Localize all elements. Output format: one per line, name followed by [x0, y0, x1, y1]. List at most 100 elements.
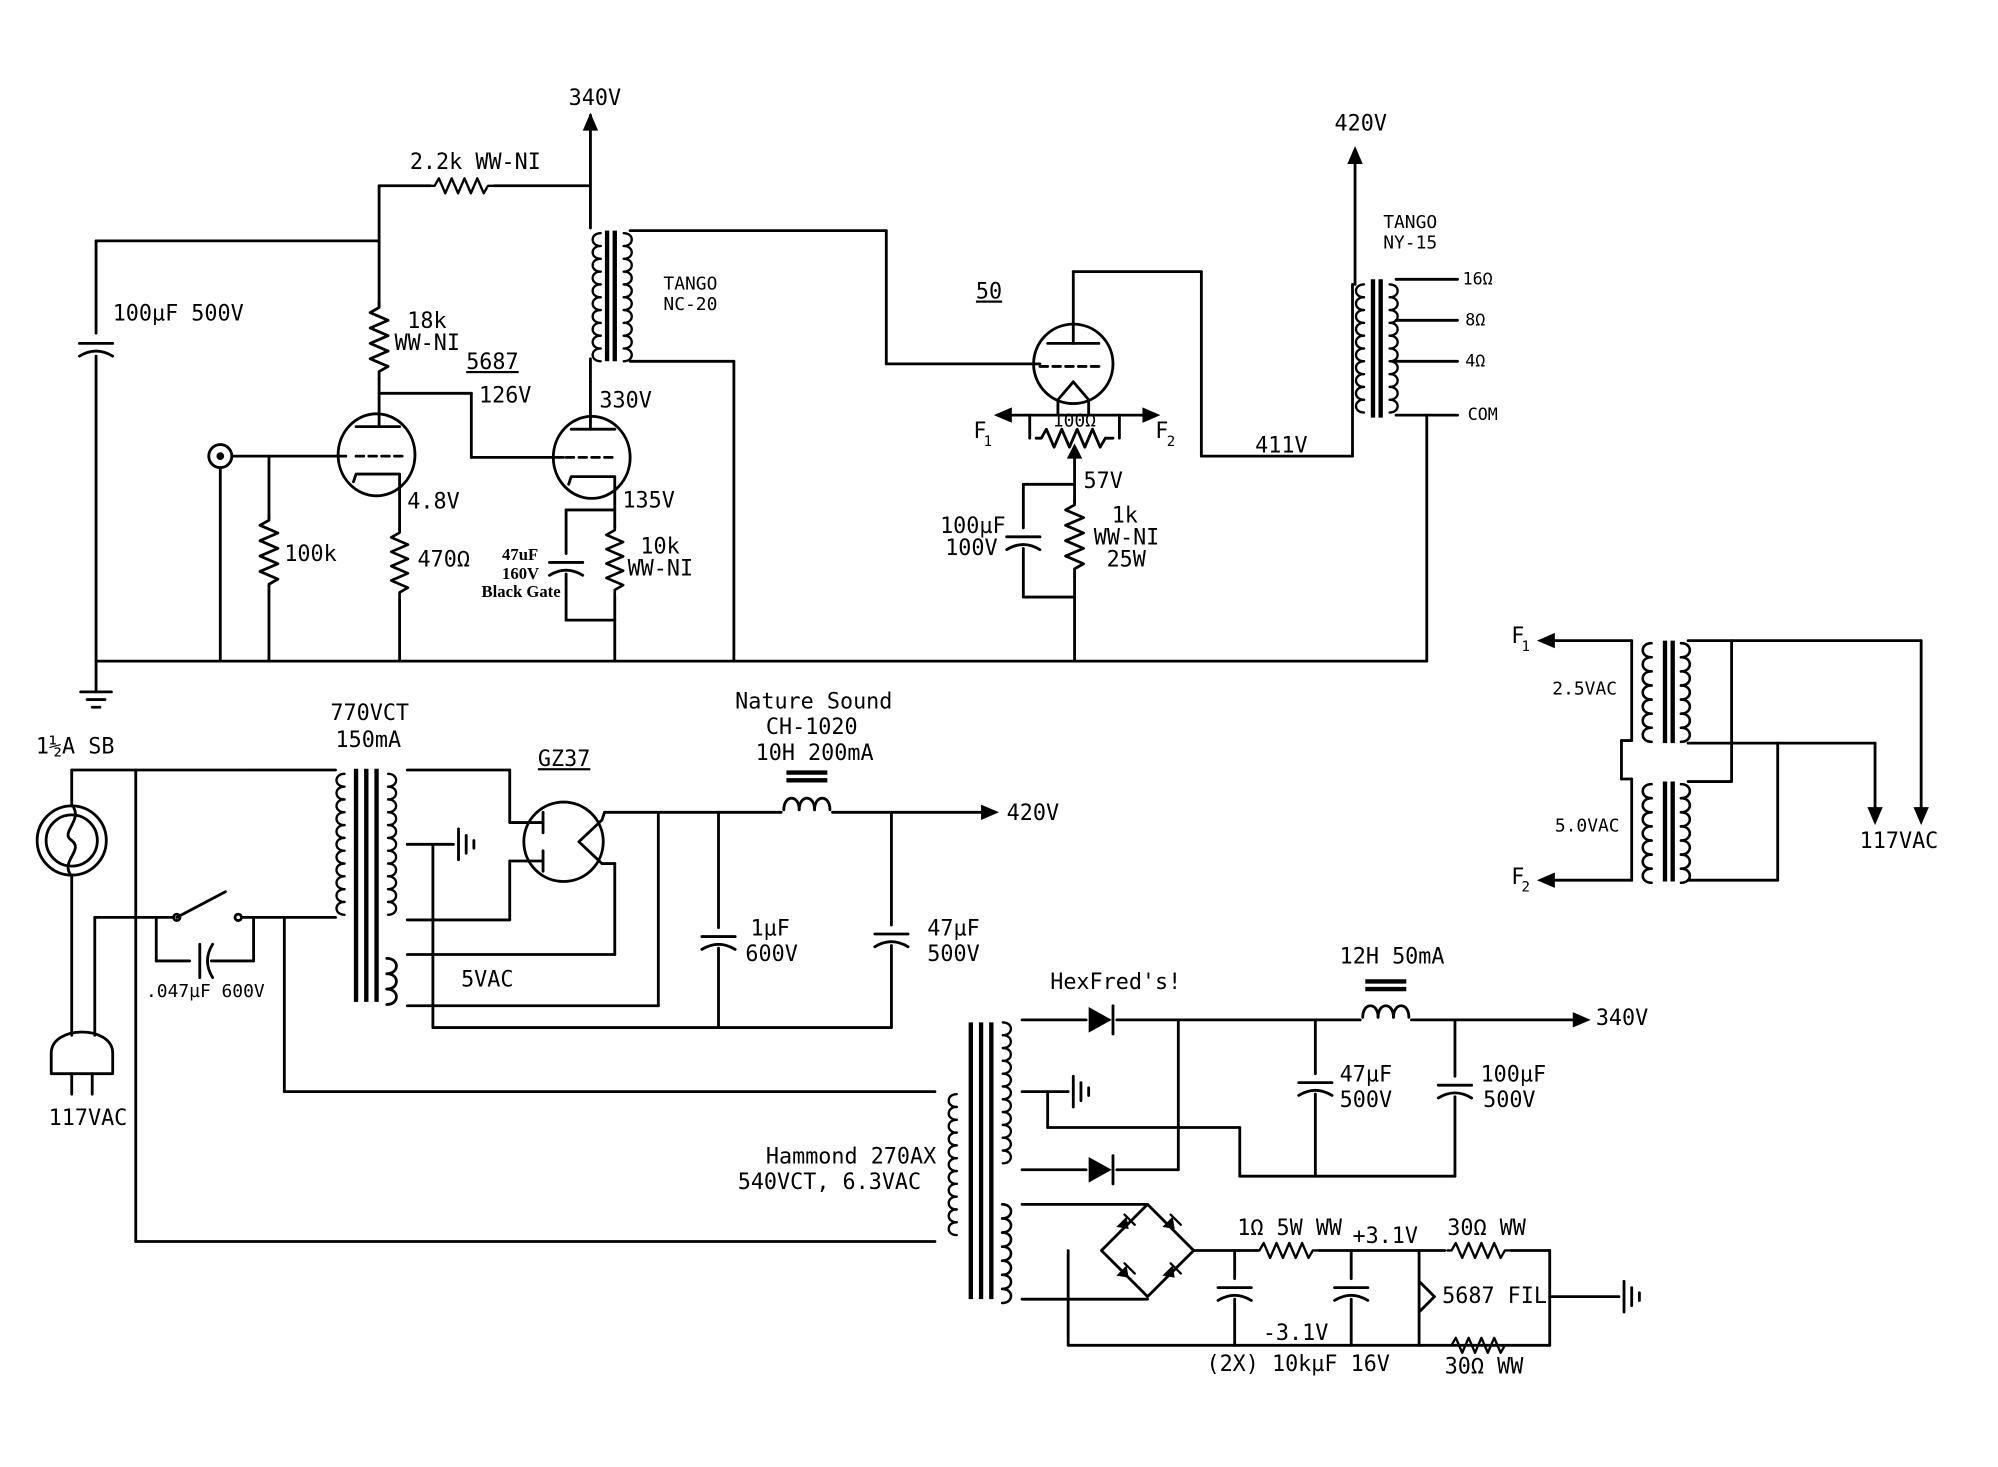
label-5vac: 5VAC [461, 968, 513, 993]
coil-turn [1679, 698, 1692, 716]
coil-turn [386, 823, 398, 840]
tube-gz37-label: GZ37 [538, 747, 590, 772]
label-340v-top: 340V [569, 86, 621, 111]
tube-50-label: 50 [976, 280, 1002, 305]
label-330v: 330V [599, 388, 651, 413]
coil-turn [1679, 839, 1692, 856]
coil-turn [1354, 308, 1366, 325]
coil-turn [1641, 698, 1653, 716]
coil-turn [1641, 824, 1653, 842]
label-470ohm: 470Ω [418, 547, 470, 572]
coil-turn [1679, 669, 1692, 687]
coil-turn [335, 849, 346, 865]
coil-turn [947, 1092, 959, 1109]
lv-supply: Hammond 270AX 540VCT, 6.3VAC HexFred's! … [738, 944, 1649, 1379]
coil-turn [1641, 641, 1653, 659]
coil-turn [1679, 641, 1692, 659]
coil-turn [1679, 782, 1692, 800]
label-5687-fil: 5687 FIL [1442, 1284, 1547, 1309]
coil-turn [1000, 1273, 1013, 1291]
label-hammond-spec: 540VCT, 6.3VAC [738, 1170, 921, 1195]
label-18k: 18k [407, 309, 446, 334]
coil-turn [1354, 385, 1366, 402]
label-100v: 100V [945, 536, 997, 561]
coil-turn [386, 785, 398, 801]
label-black-gate: Black Gate [482, 582, 561, 601]
coil-turn [591, 231, 603, 248]
label-f2-sub: 2 [1167, 434, 1175, 450]
coil-turn [622, 283, 634, 299]
coil-turn [1354, 334, 1366, 350]
label-10kuF: (2X) 10kµF 16V [1206, 1352, 1389, 1377]
label-fil-f2: F [1511, 865, 1524, 890]
coil-turn [591, 283, 603, 299]
coil-turn [1354, 359, 1366, 376]
coil-turn [947, 1195, 959, 1211]
coil-turn [1388, 321, 1400, 338]
choke-turn [1376, 1004, 1395, 1019]
label-1uF: 1µF [751, 916, 790, 941]
coil-turn [1354, 295, 1366, 312]
coil-turn [947, 1182, 959, 1199]
coil-turn [1641, 796, 1653, 814]
coil-turn [386, 798, 398, 814]
coil-turn [386, 887, 398, 904]
coil-turn [335, 823, 346, 840]
label-600v: 600V [745, 942, 797, 967]
label-minus-3.1v: -3.1V [1263, 1321, 1329, 1346]
coil-turn [947, 1105, 959, 1122]
coil-turn [591, 308, 603, 325]
coil-turn [622, 334, 634, 350]
coil-turn [591, 334, 603, 350]
label-ny15: NY-15 [1383, 233, 1437, 254]
coil-turn [622, 257, 634, 274]
coil-turn [591, 347, 603, 363]
coil-turn [1388, 283, 1400, 299]
coil-turn [622, 244, 634, 261]
coil-turn [1354, 372, 1366, 389]
coil-turn [1001, 1072, 1013, 1088]
label-30ohm-a: 30Ω WW [1447, 1216, 1527, 1241]
label-tap-8: 8Ω [1465, 310, 1485, 329]
label-1k-type: WW-NI [1094, 526, 1160, 551]
coil-turn [1388, 385, 1400, 402]
choke-turn [813, 796, 832, 812]
choke-turn [1361, 1004, 1380, 1019]
coil-turn [385, 987, 398, 1006]
choke-turn [797, 796, 816, 812]
label-plus-3.1v: +3.1V [1352, 1224, 1418, 1249]
coil-turn [622, 270, 634, 286]
label-18k-type: WW-NI [394, 331, 460, 356]
label-420v-top: 420V [1335, 112, 1387, 137]
coil-turn [622, 347, 634, 363]
coil-turn [1001, 1110, 1013, 1127]
coil-turn [386, 874, 398, 891]
label-1k-watt: 25W [1107, 547, 1147, 572]
label-500v-lv2: 500V [1483, 1088, 1535, 1113]
coil-turn [1000, 1202, 1013, 1220]
coil-turn [385, 956, 398, 976]
coil-turn [1001, 1021, 1013, 1037]
coil-turn [1679, 684, 1692, 701]
coil-turn [622, 308, 634, 325]
label-47uF-lv: 47µF [1340, 1062, 1392, 1087]
label-135v: 135V [622, 488, 674, 513]
coil-turn [1388, 334, 1400, 350]
coil-turn [1641, 782, 1653, 800]
coil-turn [947, 1169, 959, 1186]
coil-turn [1001, 1033, 1013, 1050]
label-10k: 10k [640, 534, 679, 559]
coil-turn [1001, 1123, 1013, 1140]
label-500v-lv: 500V [1340, 1088, 1392, 1113]
label-1k: 1k [1112, 504, 1138, 529]
coil-turn [386, 862, 398, 878]
label-2.5vac: 2.5VAC [1552, 678, 1617, 699]
label-340v-supply: 340V [1596, 1006, 1648, 1031]
label-ch1020: CH-1020 [766, 715, 858, 740]
label-nc20: NC-20 [663, 294, 717, 315]
coil-turn [1354, 347, 1366, 363]
label-126v: 126V [479, 383, 531, 408]
coil-turn [335, 810, 346, 827]
coil-turn [1354, 283, 1366, 299]
label-hammond: Hammond 270AX [766, 1144, 936, 1169]
